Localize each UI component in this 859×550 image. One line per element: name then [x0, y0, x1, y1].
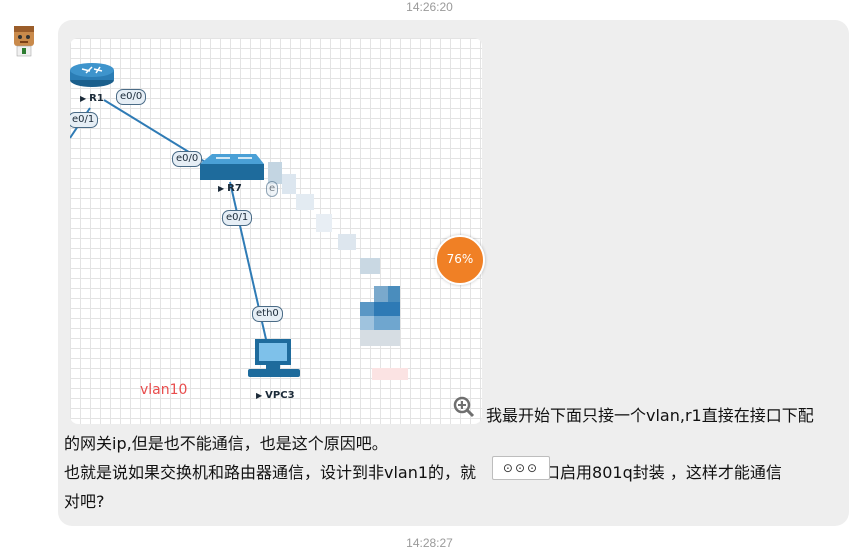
message-text-line: 我最开始下面只接一个vlan,r1直接在接口下配: [486, 406, 814, 425]
timestamp: 14:26:20: [406, 0, 453, 14]
port-label-r7-e00: e0/0: [172, 151, 203, 167]
progress-indicator[interactable]: 76%: [435, 235, 485, 285]
node-label-r1: ▶R1: [80, 93, 104, 104]
port-label-partial: e: [266, 181, 279, 197]
redaction-box: ⊙⊙⊙: [492, 456, 550, 480]
message-text-line: 的网关ip,但是也不能通信，也是这个原因吧。: [64, 434, 388, 453]
port-label-vpc-eth0: eth0: [252, 306, 283, 322]
timestamp: 14:28:27: [406, 536, 453, 550]
avatar-icon[interactable]: [10, 24, 38, 58]
port-label-r7-e01: e0/1: [222, 210, 253, 226]
port-label-r1-e00: e0/0: [116, 89, 147, 105]
blurred-region: [256, 154, 476, 404]
node-label-r7: ▶R7: [218, 183, 242, 194]
message-text-line: 对吧?: [64, 492, 105, 511]
network-topology-screenshot[interactable]: e0/0 e0/1 e0/0 e0/1 eth0 e ▶R1 ▶R7 ▶VPC3…: [70, 38, 482, 424]
vlan-label: vlan10: [140, 382, 188, 398]
switch-r7-icon: [200, 154, 264, 180]
router-r1-icon: [70, 63, 114, 87]
vpc3-computer-icon: [248, 339, 300, 377]
port-label-e01: e0/1: [70, 112, 99, 128]
zoom-in-icon[interactable]: [453, 396, 475, 418]
node-label-vpc3: ▶VPC3: [256, 390, 295, 401]
message-text-line: 也就是说如果交换机和路由器通信，设计到非vlan1的，就臂接口启用801q封装 …: [64, 463, 782, 482]
